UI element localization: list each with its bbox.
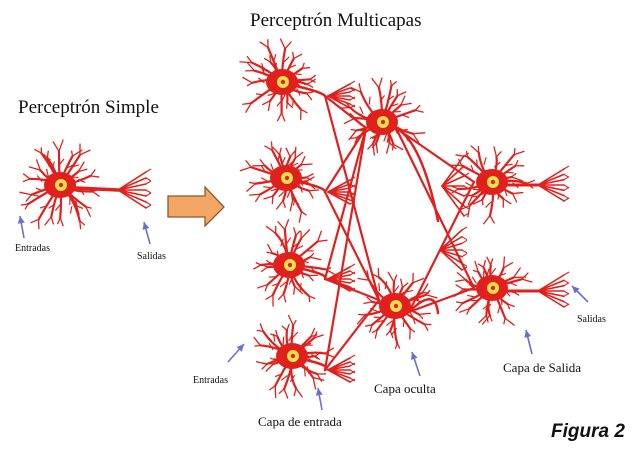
output-terminal-1 <box>537 165 570 202</box>
pointer-entradas-simple <box>17 215 25 239</box>
input-axon-3 <box>304 358 328 372</box>
pointer-capa-salida <box>524 329 533 355</box>
hidden-terminal-a <box>441 152 470 217</box>
input-terminal-2 <box>327 263 356 292</box>
multilayer-title: Perceptrón Multicapas <box>250 10 422 31</box>
multilayer-inputs-label: Entradas <box>193 375 228 386</box>
nucleolus <box>490 179 496 185</box>
input-neuron-2 <box>239 141 319 223</box>
pointer-entradas-multi <box>227 343 245 363</box>
input-terminal-3 <box>327 354 356 383</box>
simple-title: Perceptrón Simple <box>18 97 159 118</box>
nucleolus <box>290 353 296 359</box>
input-neuron-1 <box>239 38 318 122</box>
figure-caption: Figura 2 <box>551 421 625 442</box>
output-neuron-1 <box>449 145 536 225</box>
pointer-salidas-simple <box>142 221 151 245</box>
output-layer-label: Capa de Salida <box>503 360 581 375</box>
nucleolus <box>490 285 496 291</box>
input-hidden-link-1-0 <box>323 126 368 194</box>
input-layer-label: Capa de entrada <box>258 414 342 429</box>
hidden-output-link-0-0 <box>394 126 476 184</box>
nucleolus <box>393 303 399 309</box>
hidden-output-link-1-0 <box>407 180 476 314</box>
input-hidden-link-0-0 <box>323 94 368 130</box>
hidden-output-link-1-1 <box>407 286 476 314</box>
nucleolus <box>284 175 290 181</box>
output-neuron-2 <box>453 256 533 326</box>
hidden-layer-label: Capa oculta <box>374 381 436 396</box>
input-hidden-link-3-1 <box>323 298 381 372</box>
hidden-neuron-1 <box>340 77 426 156</box>
nucleolus <box>287 262 293 268</box>
simple-outputs-label: Salidas <box>137 251 166 262</box>
pointer-capa-entrada <box>315 387 323 411</box>
hidden-axon-1 <box>407 298 440 315</box>
hidden-terminal-b <box>439 226 468 271</box>
nucleolus <box>280 79 286 85</box>
simple-axon <box>74 186 120 192</box>
simple-axon-terminal <box>117 168 152 209</box>
output-terminal-2 <box>537 271 570 308</box>
input-hidden-link-3-0 <box>323 126 368 372</box>
input-neuron-3 <box>253 219 335 307</box>
input-hidden-link-0-1 <box>323 94 381 302</box>
input-neuron-4 <box>253 314 335 399</box>
simple-neuron <box>19 139 100 230</box>
pointer-capa-oculta <box>410 351 421 377</box>
simple-inputs-label: Entradas <box>15 243 50 254</box>
hidden-neuron-2 <box>356 267 438 349</box>
nucleolus <box>380 119 386 125</box>
input-hidden-link-2-0 <box>323 126 368 281</box>
transition-arrow <box>167 185 225 228</box>
input-terminal-0 <box>327 80 356 109</box>
multilayer-outputs-label: Salidas <box>577 314 606 325</box>
hidden-output-link-0-1 <box>394 126 476 290</box>
nucleolus <box>58 182 64 188</box>
pointer-salidas-multi <box>571 285 589 303</box>
